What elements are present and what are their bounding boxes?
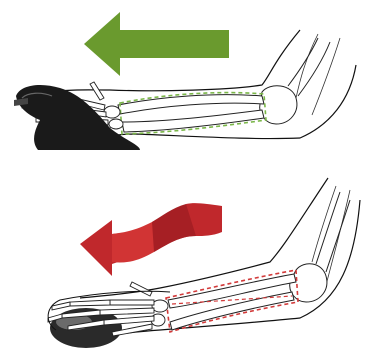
- elbow-bones-bottom: [290, 264, 327, 302]
- humerus-bottom: [316, 192, 340, 264]
- humerus-top: [288, 38, 318, 86]
- straight-left-arrow-icon: [84, 12, 229, 76]
- humerus-bottom-2: [326, 200, 350, 272]
- ulna-bone-top: [122, 110, 264, 132]
- radius-bone-top: [118, 95, 264, 114]
- panel-standard-mouse: [48, 178, 360, 348]
- upper-arm-line-top-2: [312, 38, 340, 115]
- twisted-left-arrow-icon: [80, 203, 222, 276]
- panel-vertical-mouse: [14, 12, 356, 150]
- humerus-top-2: [298, 42, 330, 96]
